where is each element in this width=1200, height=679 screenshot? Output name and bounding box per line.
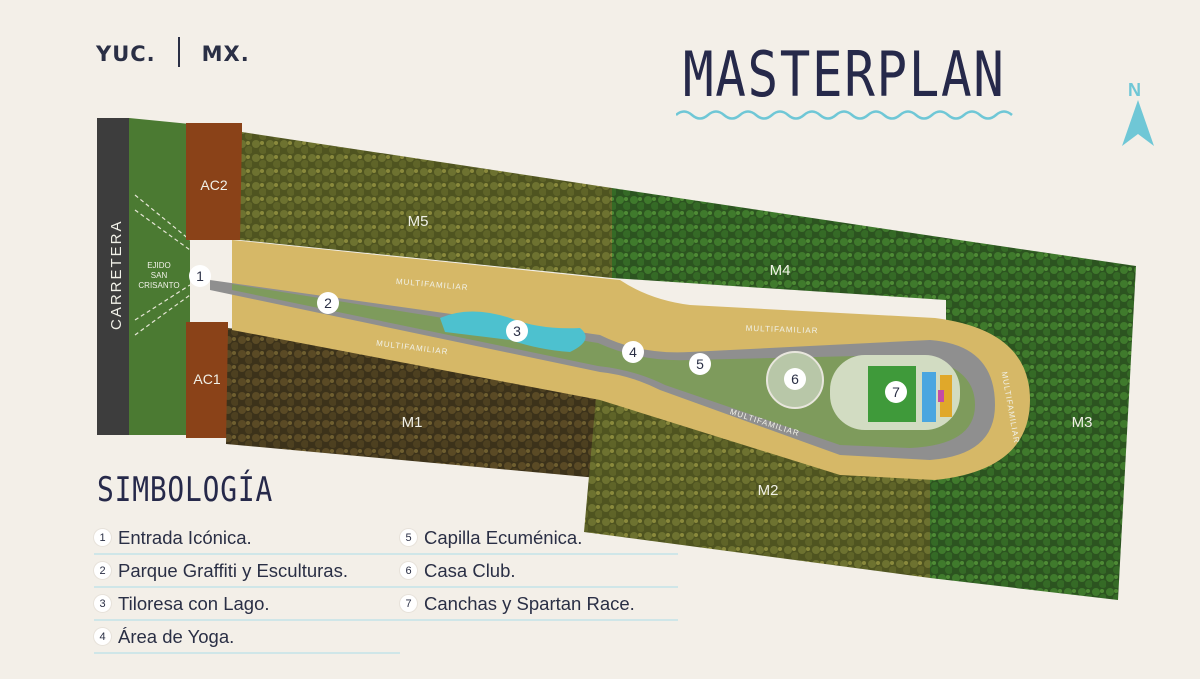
- marker-5[interactable]: 5: [689, 353, 711, 375]
- highway-label: CARRETERA: [108, 219, 125, 330]
- svg-text:1: 1: [196, 268, 204, 284]
- legend-row: 3 Tiloresa con Lago. 7 Canchas y Spartan R…: [94, 588, 678, 621]
- lot-m2-label: M2: [758, 482, 779, 499]
- lot-ac1-label: AC1: [193, 371, 220, 387]
- street-label-3: MULTIFAMILIAR: [746, 324, 819, 336]
- lot-m3-label: M3: [1072, 414, 1093, 431]
- svg-text:3: 3: [513, 323, 521, 339]
- north-arrow-icon: [1122, 100, 1154, 146]
- marker-6[interactable]: 6: [784, 368, 806, 390]
- legend-number: 4: [94, 628, 111, 645]
- legend-label: Canchas y Spartan Race.: [424, 592, 635, 614]
- lot-ac1: [186, 322, 228, 438]
- highway: [97, 118, 129, 435]
- wave-decoration: [676, 110, 1013, 120]
- legend-label: Casa Club.: [424, 559, 516, 581]
- legend-label: Área de Yoga.: [118, 625, 235, 647]
- svg-text:2: 2: [324, 295, 332, 311]
- legend-item: 1 Entrada Icónica.: [94, 527, 400, 549]
- legend-number: 6: [400, 562, 417, 579]
- legend-number: 3: [94, 595, 111, 612]
- lot-m5: [240, 132, 612, 278]
- marker-3[interactable]: 3: [506, 320, 528, 342]
- legend-number: 2: [94, 562, 111, 579]
- location-label: YUC. MX.: [96, 37, 250, 70]
- ejido-area: [129, 118, 190, 435]
- legend-item: 2 Parque Graffiti y Esculturas.: [94, 560, 400, 582]
- marker-2[interactable]: 2: [317, 292, 339, 314]
- country-label: MX.: [201, 42, 250, 66]
- svg-text:5: 5: [696, 356, 704, 372]
- legend-row: 2 Parque Graffiti y Esculturas. 6 Casa Clu…: [94, 555, 678, 588]
- separator: [177, 37, 180, 67]
- lot-ac2-label: AC2: [200, 177, 227, 193]
- legend-label: Tiloresa con Lago.: [118, 592, 270, 614]
- legend-row: 4 Área de Yoga.: [94, 621, 400, 654]
- region-label: YUC.: [96, 42, 156, 66]
- legend-number: 7: [400, 595, 417, 612]
- marker-1[interactable]: 1: [189, 265, 211, 287]
- svg-text:7: 7: [892, 384, 900, 400]
- marker-4[interactable]: 4: [622, 341, 644, 363]
- svg-text:6: 6: [791, 371, 799, 387]
- legend-number: 1: [94, 529, 111, 546]
- legend-label: Parque Graffiti y Esculturas.: [118, 559, 348, 581]
- marker-7[interactable]: 7: [885, 381, 907, 403]
- ejido-label-1: EJIDO: [147, 261, 171, 270]
- legend-number: 5: [400, 529, 417, 546]
- lot-ac2: [186, 123, 242, 240]
- lot-m4: [612, 188, 946, 300]
- legend-item: 7 Canchas y Spartan Race.: [400, 593, 678, 615]
- lot-m5-label: M5: [408, 213, 429, 230]
- lot-m4-label: M4: [770, 262, 791, 279]
- legend-item: 4 Área de Yoga.: [94, 626, 400, 648]
- ejido-label-2: SAN: [151, 271, 168, 280]
- ejido-label-3: CRISANTO: [138, 281, 179, 290]
- page-title: MASTERPLAN: [683, 38, 1006, 111]
- legend-label: Entrada Icónica.: [118, 526, 252, 548]
- lot-m1-label: M1: [402, 414, 423, 431]
- legend-item: 6 Casa Club.: [400, 560, 678, 582]
- legend-label: Capilla Ecuménica.: [424, 526, 583, 548]
- lot-m3: [930, 238, 1136, 600]
- legend-title: SIMBOLOGÍA: [97, 470, 274, 510]
- legend-item: 3 Tiloresa con Lago.: [94, 593, 400, 615]
- legend-item: 5 Capilla Ecuménica.: [400, 527, 678, 549]
- svg-text:4: 4: [629, 344, 637, 360]
- north-label: N: [1128, 80, 1141, 100]
- legend-row: 1 Entrada Icónica. 5 Capilla Ecuménica.: [94, 522, 678, 555]
